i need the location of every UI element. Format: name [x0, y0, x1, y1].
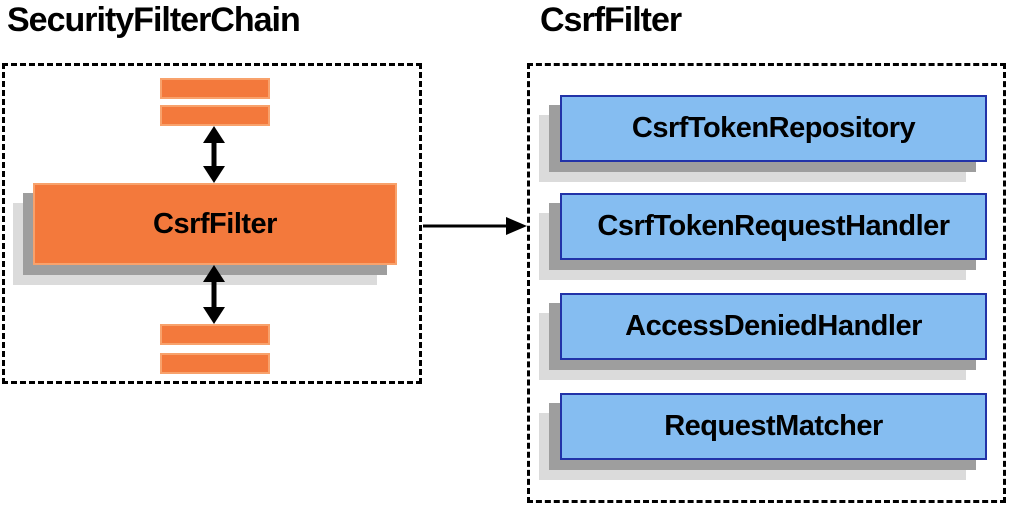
left-panel-title: SecurityFilterChain — [7, 1, 301, 39]
component-request-matcher: RequestMatcher — [560, 393, 987, 460]
component-label: CsrfTokenRepository — [631, 112, 916, 144]
right-arrow-icon — [423, 217, 527, 235]
component-csrf-token-repository: CsrfTokenRepository — [560, 95, 987, 162]
component-label: CsrfTokenRequestHandler — [597, 210, 950, 242]
csrf-filter-node-label: CsrfFilter — [153, 207, 277, 240]
filter-placeholder-bar — [160, 105, 270, 126]
csrf-filter-node: CsrfFilter — [33, 183, 397, 265]
component-csrf-token-request-handler: CsrfTokenRequestHandler — [560, 193, 987, 260]
component-access-denied-handler: AccessDeniedHandler — [560, 293, 987, 360]
security-filter-chain-container — [2, 63, 422, 384]
component-label: RequestMatcher — [664, 410, 883, 442]
filter-placeholder-bar — [160, 324, 270, 345]
component-label: AccessDeniedHandler — [625, 310, 922, 342]
filter-placeholder-bar — [160, 353, 270, 374]
filter-placeholder-bar — [160, 78, 270, 99]
right-panel-title: CsrfFilter — [540, 1, 682, 39]
csrf-filter-container — [527, 63, 1006, 503]
